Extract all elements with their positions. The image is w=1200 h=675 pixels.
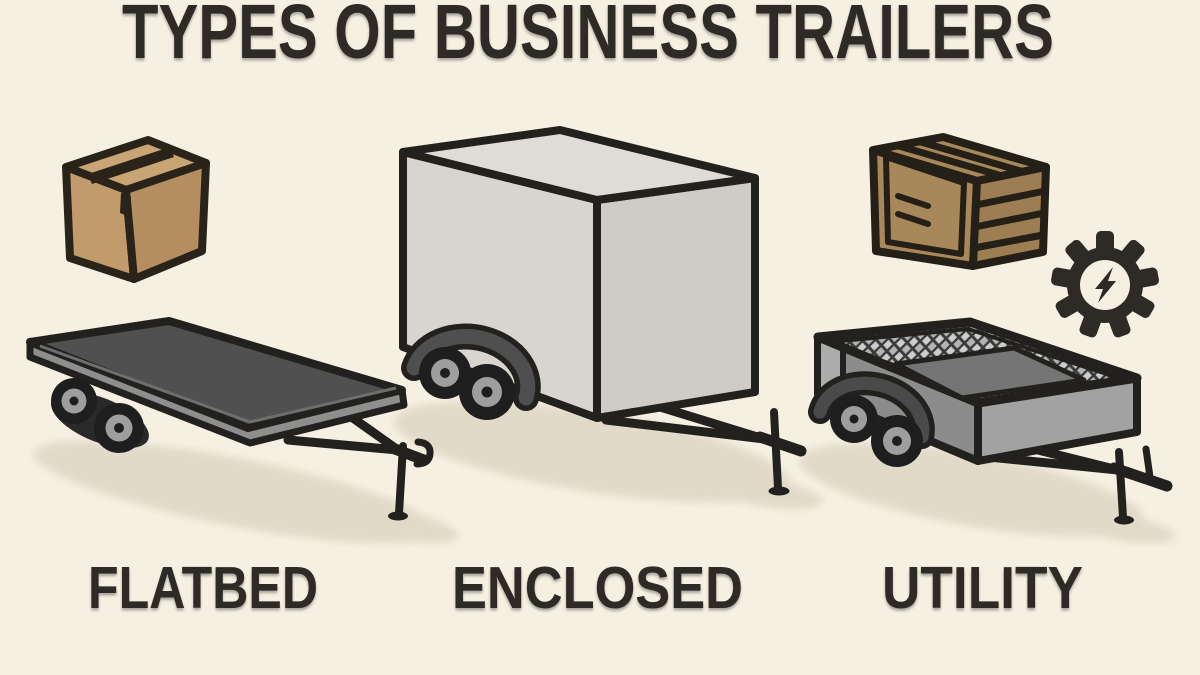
utility-fender bbox=[813, 376, 930, 444]
utility-wheels bbox=[830, 395, 923, 467]
label-utility: UTILITY bbox=[882, 555, 1083, 621]
box-right-face bbox=[122, 159, 210, 283]
wooden-crate-icon bbox=[869, 133, 1050, 270]
wheel-hub bbox=[114, 423, 124, 433]
box-tape-stripe bbox=[88, 147, 174, 184]
enclosed-fender bbox=[406, 329, 536, 406]
box-tape-tab bbox=[120, 193, 131, 217]
coupler-pin bbox=[1142, 445, 1154, 481]
jack-post bbox=[1115, 448, 1127, 521]
flatbed-trailer-illustration bbox=[26, 317, 434, 521]
flatbed-deck-top bbox=[26, 317, 406, 432]
hitch-hook bbox=[413, 438, 434, 468]
flatbed-deck-edge-highlight bbox=[39, 344, 397, 424]
label-flatbed: FLATBED bbox=[88, 555, 318, 621]
jack-post bbox=[770, 408, 782, 492]
enclosed-trailer-illustration bbox=[399, 126, 807, 496]
utility-floor bbox=[893, 345, 1087, 401]
ground-shadows bbox=[33, 401, 1176, 544]
utility-shadow-tip bbox=[1060, 510, 1176, 544]
flatbed-shadow-tip bbox=[321, 503, 459, 543]
jack-post bbox=[395, 442, 407, 517]
jack-foot bbox=[1114, 515, 1134, 525]
page-title: TYPES OF BUSINESS TRAILERS bbox=[122, 0, 1054, 75]
enclosed-wheels bbox=[419, 347, 515, 420]
flatbed-hitch bbox=[283, 411, 434, 517]
utility-trailer-illustration bbox=[808, 317, 1173, 525]
wheel-hub bbox=[69, 396, 79, 406]
lightning-bolt bbox=[1095, 267, 1116, 303]
wheel-hub bbox=[440, 368, 450, 378]
flatbed-wheels bbox=[51, 378, 144, 453]
jack-foot bbox=[388, 511, 408, 521]
enclosed-roof bbox=[399, 126, 759, 204]
wheel-hub bbox=[481, 386, 493, 398]
gear-lightning-icon bbox=[1051, 231, 1159, 338]
utility-shadow bbox=[799, 443, 1145, 537]
enclosed-shadow-tip bbox=[700, 475, 824, 509]
label-enclosed: ENCLOSED bbox=[452, 555, 743, 621]
enclosed-right-face bbox=[593, 174, 759, 422]
wheel-hub bbox=[892, 436, 902, 446]
enclosed-shadow bbox=[394, 401, 790, 503]
crate-slats bbox=[883, 138, 1049, 257]
wheel-hub bbox=[849, 414, 859, 424]
cardboard-box-icon bbox=[62, 136, 210, 283]
jack-foot bbox=[768, 486, 790, 496]
